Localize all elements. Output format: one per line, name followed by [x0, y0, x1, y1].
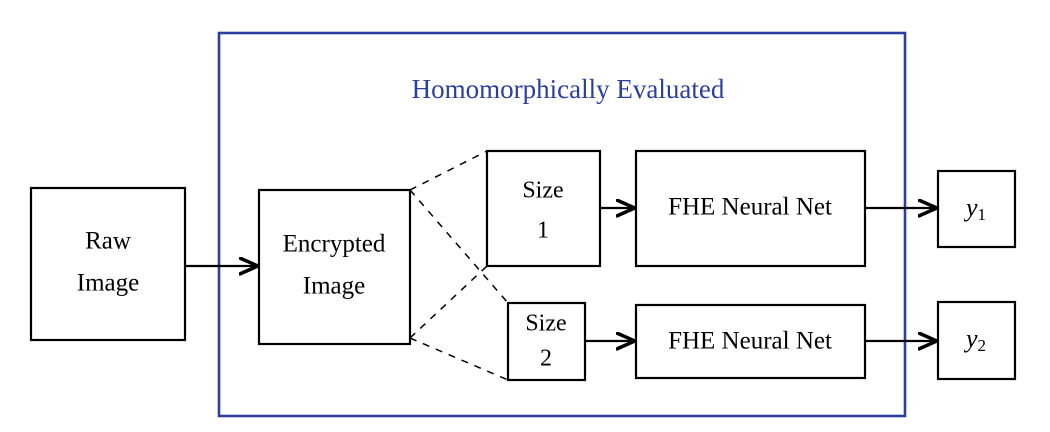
- size-1-box: [485, 149, 602, 268]
- size-2-label-line2: 2: [540, 346, 552, 372]
- node-size-2: Size 2: [506, 301, 587, 382]
- output-y2-label: y2: [963, 324, 986, 355]
- size-1-label-line1: Size: [522, 178, 563, 204]
- node-raw-image: Raw Image: [29, 186, 187, 342]
- homomorphic-group-title: Homomorphically Evaluated: [412, 74, 725, 104]
- output-y2-subscript: 2: [978, 336, 987, 355]
- fhe-neural-net-top-label: FHE Neural Net: [668, 194, 832, 221]
- node-output-y2: y2: [936, 300, 1017, 381]
- fhe-neural-net-bottom-label: FHE Neural Net: [668, 328, 832, 355]
- homomorphic-group-box: [217, 31, 907, 418]
- encrypted-image-box: [257, 188, 412, 346]
- dashed-line-bottom-to-size2-bottomleft: [409, 337, 509, 381]
- output-y2-box: [936, 300, 1017, 381]
- node-size-1: Size 1: [485, 149, 602, 268]
- node-output-y1: y1: [936, 169, 1017, 249]
- encrypted-image-label-line1: Encrypted: [283, 231, 386, 258]
- size-2-label-line1: Size: [525, 311, 566, 337]
- dashed-line-top-to-size2-topleft: [409, 189, 509, 304]
- raw-image-label-line2: Image: [77, 270, 139, 297]
- output-y2-base: y: [963, 324, 978, 353]
- node-encrypted-image: Encrypted Image: [257, 188, 412, 346]
- node-fhe-neural-net-top: FHE Neural Net: [634, 149, 867, 268]
- dashed-fan-to-size1: [409, 150, 488, 339]
- size-2-box: [506, 301, 587, 382]
- dashed-line-bottom-to-size1-bottomleft: [409, 265, 488, 339]
- encrypted-image-label-line2: Image: [303, 273, 365, 300]
- dashed-line-top-to-size1-topleft: [409, 150, 488, 191]
- fhe-neural-net-top-box: [634, 149, 867, 268]
- output-y1-box: [936, 169, 1017, 249]
- output-y1-base: y: [963, 193, 978, 222]
- raw-image-box: [29, 186, 187, 342]
- output-y1-subscript: 1: [978, 205, 987, 224]
- output-y1-label: y1: [963, 193, 986, 224]
- size-1-label-line2: 1: [537, 218, 549, 244]
- raw-image-label-line1: Raw: [85, 228, 131, 255]
- dashed-fan-to-size2: [409, 189, 509, 381]
- node-fhe-neural-net-bottom: FHE Neural Net: [634, 303, 867, 380]
